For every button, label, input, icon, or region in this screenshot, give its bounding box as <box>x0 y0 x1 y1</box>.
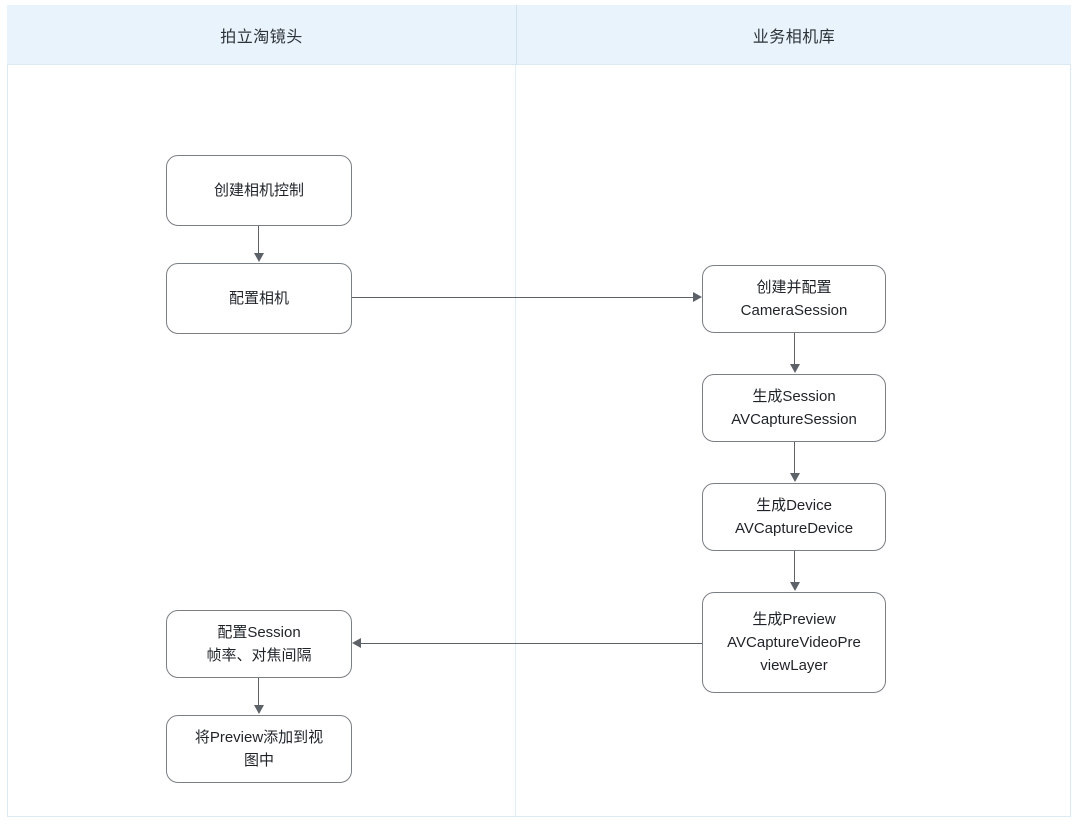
node-line: 将Preview添加到视 <box>194 728 324 746</box>
node-line: 帧率、对焦间隔 <box>206 647 312 664</box>
lane-header-left: 拍立淘镜头 <box>7 5 516 65</box>
node-line: 生成Device <box>756 496 832 514</box>
node-line: 配置Session <box>217 623 301 641</box>
arrowhead-left <box>352 638 361 648</box>
node-generate-device[interactable]: 生成Device AVCaptureDevice <box>702 483 886 551</box>
edge-create-control-to-configure-camera <box>258 226 260 255</box>
edge-device-to-preview <box>794 551 796 583</box>
node-line: AVCaptureSession <box>731 411 857 428</box>
node-line: 配置相机 <box>228 289 289 307</box>
arrowhead-down <box>254 253 264 262</box>
node-line: 创建并配置 <box>756 278 832 296</box>
node-create-configure-camera-session[interactable]: 创建并配置 CameraSession <box>702 265 886 333</box>
arrowhead-down <box>790 364 800 373</box>
node-create-camera-control[interactable]: 创建相机控制 <box>166 155 352 226</box>
arrowhead-down <box>790 582 800 591</box>
lane-title-right: 业务相机库 <box>752 28 836 46</box>
lane-header-right: 业务相机库 <box>516 5 1071 65</box>
edge-preview-to-configure-session <box>361 643 702 645</box>
node-configure-camera[interactable]: 配置相机 <box>166 263 352 334</box>
node-line: viewLayer <box>760 657 828 675</box>
node-line: AVCaptureVideoPre <box>727 633 861 651</box>
node-generate-session[interactable]: 生成Session AVCaptureSession <box>702 374 886 442</box>
node-line: 图中 <box>243 752 274 769</box>
node-line: CameraSession <box>740 302 848 319</box>
lane-divider <box>515 65 516 817</box>
arrowhead-down <box>790 473 800 482</box>
node-configure-session[interactable]: 配置Session 帧率、对焦间隔 <box>166 610 352 678</box>
lane-title-left: 拍立淘镜头 <box>220 28 303 46</box>
node-line: AVCaptureDevice <box>734 520 854 537</box>
edge-configure-camera-to-camera-session <box>352 297 694 299</box>
swimlane-frame <box>7 5 1071 817</box>
node-line: 创建相机控制 <box>213 181 304 199</box>
arrowhead-right <box>693 292 702 302</box>
edge-camera-session-to-session <box>794 333 796 365</box>
node-line: 生成Session <box>752 387 836 405</box>
arrowhead-down <box>254 705 264 714</box>
node-generate-preview-layer[interactable]: 生成Preview AVCaptureVideoPre viewLayer <box>702 592 886 693</box>
node-add-preview-to-view[interactable]: 将Preview添加到视 图中 <box>166 715 352 783</box>
edge-configure-session-to-add-preview <box>258 678 260 706</box>
node-line: 生成Preview <box>752 610 836 628</box>
edge-session-to-device <box>794 442 796 474</box>
